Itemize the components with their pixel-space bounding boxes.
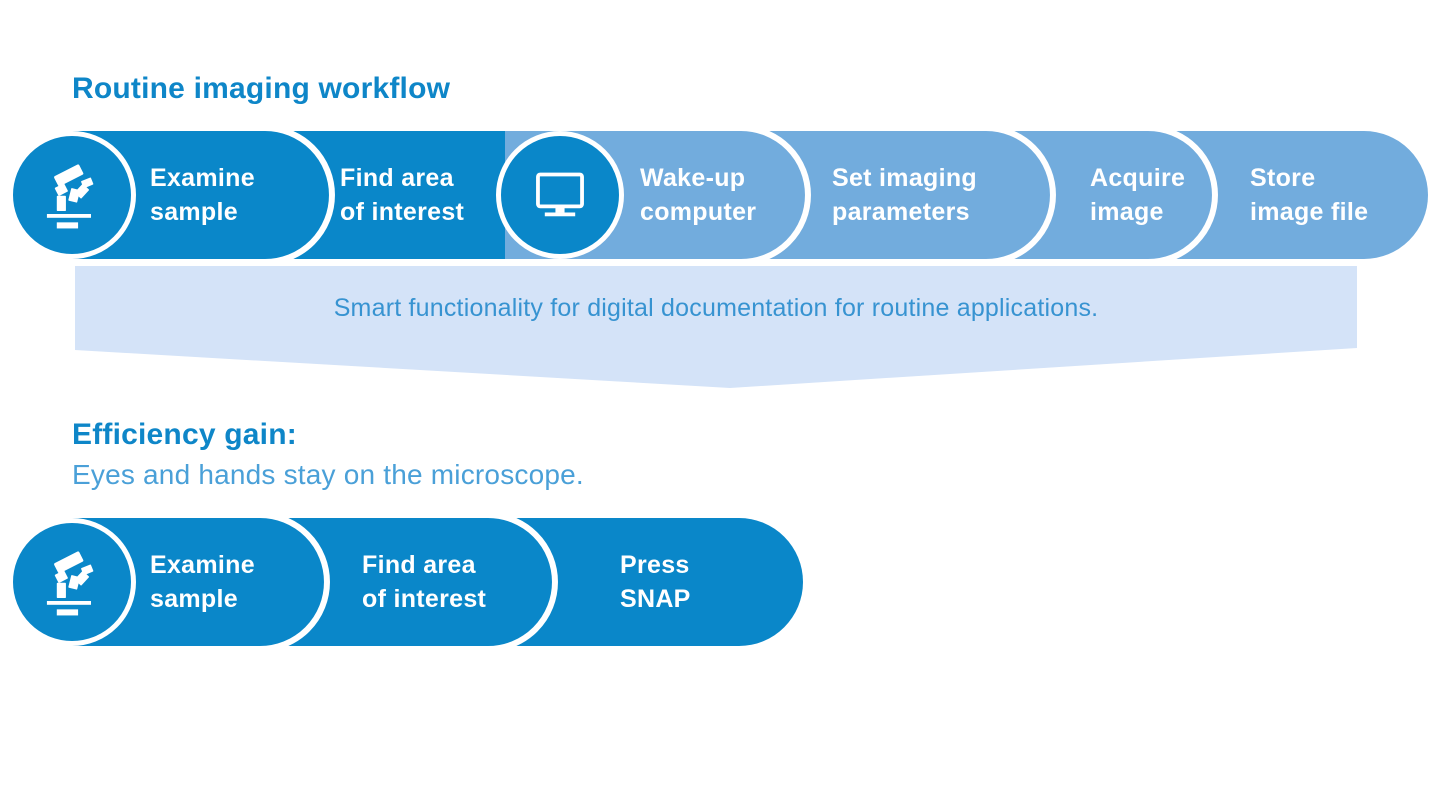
efficiency-workflow-bar: Examine sample Find area of interest Pre…: [72, 518, 803, 646]
monitor-icon: [536, 172, 584, 217]
step-examine-sample: Examine sample: [150, 164, 255, 226]
efficiency-gain-subtitle: Eyes and hands stay on the microscope.: [72, 459, 584, 490]
step-divider-arcs: [264, 131, 1218, 259]
routine-workflow-bar: Examine sample Find area of interest Wak…: [72, 131, 1428, 259]
banner-text: Smart functionality for digital document…: [333, 294, 1099, 322]
microscope-step-circle: [8, 131, 136, 259]
microscope-icon: [46, 164, 94, 229]
step-set-imaging-parameters: Set imaging parameters: [832, 164, 977, 226]
microscope-icon: [46, 551, 94, 616]
step-find-area-of-interest: Find area of interest: [362, 551, 487, 613]
step-divider-arcs: [259, 518, 558, 646]
step-press-snap: Press SNAP: [620, 551, 691, 613]
banner-funnel-shape: [75, 266, 1357, 388]
microscope-step-circle: [8, 518, 136, 646]
step-store-image-file: Store image file: [1250, 164, 1369, 226]
step-acquire-image: Acquire image: [1090, 164, 1186, 226]
routine-workflow-title: Routine imaging workflow: [72, 72, 451, 105]
step-wake-up-computer: Wake-up computer: [640, 164, 757, 226]
smart-functionality-banner: Smart functionality for digital document…: [75, 266, 1357, 390]
computer-step-circle: [496, 131, 624, 259]
step-find-area-of-interest: Find area of interest: [340, 164, 465, 226]
efficiency-gain-title: Efficiency gain:: [72, 418, 297, 451]
step-examine-sample: Examine sample: [150, 551, 255, 613]
